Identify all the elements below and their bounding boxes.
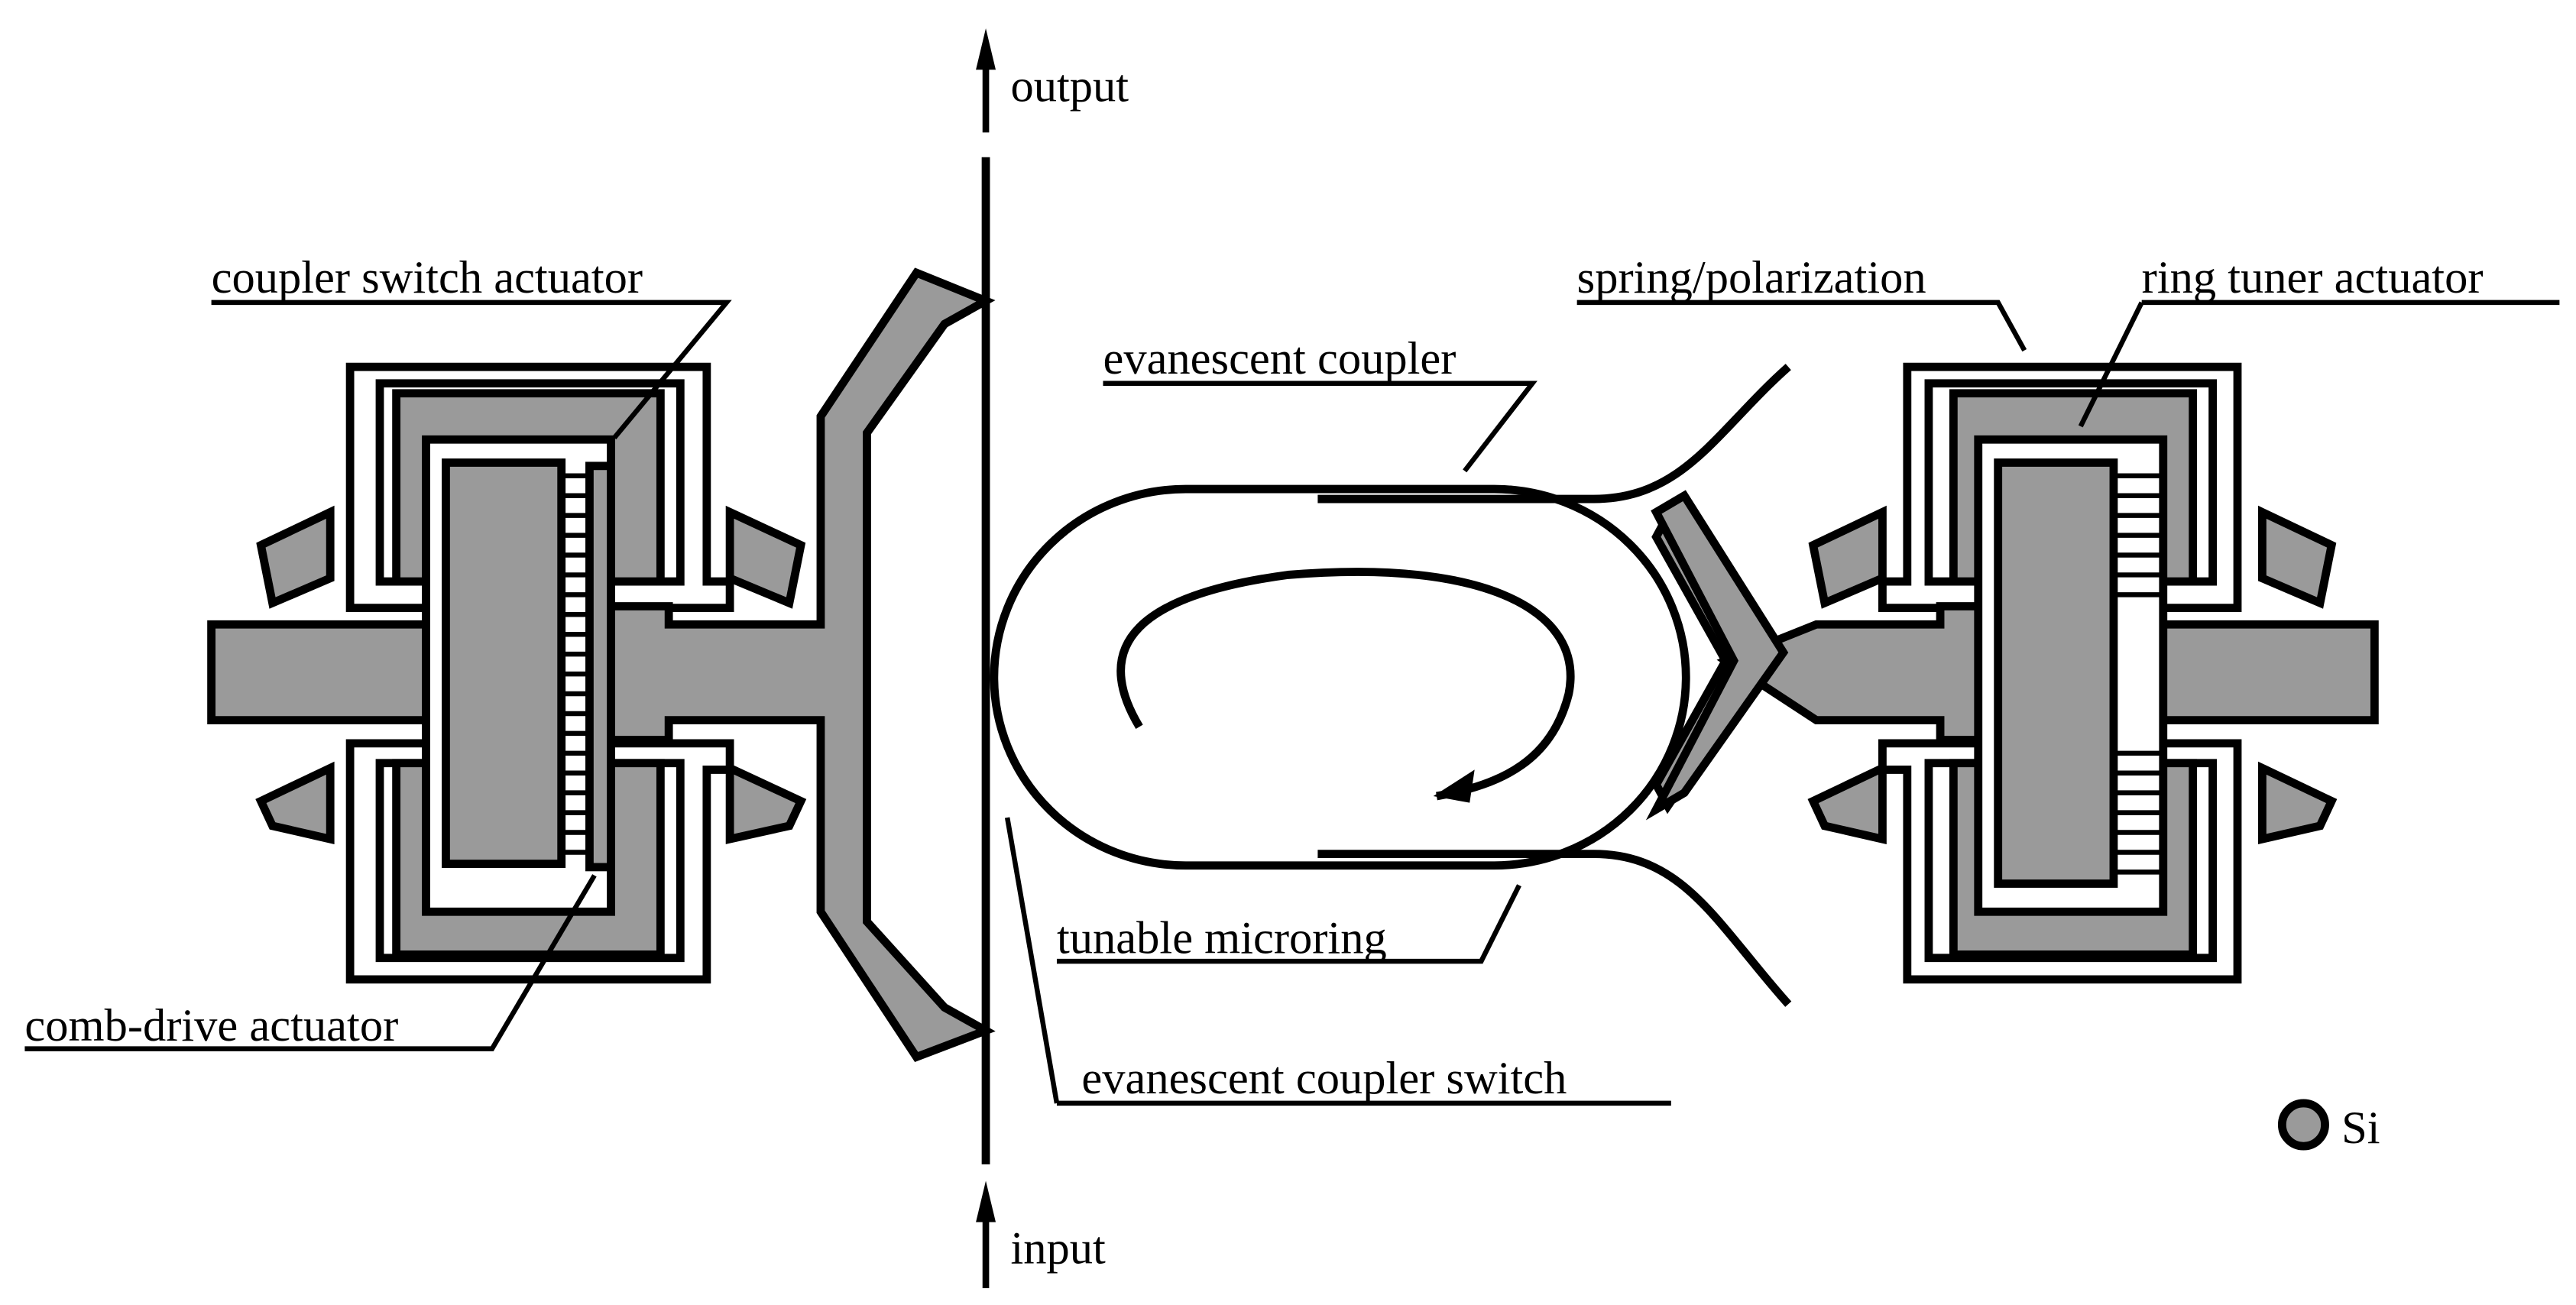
- label-tunable-microring: tunable microring: [1057, 912, 1387, 963]
- left-anchor-top-left: [256, 505, 335, 609]
- labels: output input coupler switch actuator com…: [24, 60, 2483, 1274]
- label-evanescent-coupler: evanescent coupler: [1103, 333, 1456, 384]
- label-evanescent-coupler-switch: evanescent coupler switch: [1081, 1053, 1567, 1104]
- legend-si-swatch: [2277, 1099, 2329, 1151]
- left-anchor-bottom-right: [725, 761, 807, 844]
- label-input: input: [1010, 1223, 1106, 1274]
- label-comb-drive-actuator: comb-drive actuator: [24, 1000, 398, 1051]
- left-coupler-switch-actuator: [207, 267, 996, 1063]
- label-output: output: [1010, 60, 1129, 112]
- left-comb-rotor: [442, 458, 566, 868]
- leader-lines: [24, 300, 2560, 1106]
- left-anchor-top-right: [725, 505, 806, 609]
- right-ring-tuner-actuator: [1645, 362, 2379, 984]
- legend: Si: [2277, 1099, 2380, 1154]
- evanescent-coupler-waveguides: [1317, 364, 1792, 1007]
- label-ring-tuner-actuator: ring tuner actuator: [2142, 252, 2484, 303]
- input-arrow-icon: [976, 1180, 996, 1222]
- tunable-microring-ring: [990, 484, 1690, 870]
- label-spring-polarization: spring/polarization: [1577, 252, 1926, 303]
- output-arrow-icon: [976, 28, 996, 70]
- legend-si-label: Si: [2341, 1103, 2380, 1154]
- circulation-arrow-icon: [1433, 769, 1475, 803]
- right-comb-fingers: [2113, 473, 2163, 875]
- bus-waveguide: [976, 28, 996, 1288]
- left-anchor-bottom-left: [255, 761, 335, 844]
- label-coupler-switch-actuator: coupler switch actuator: [212, 252, 643, 303]
